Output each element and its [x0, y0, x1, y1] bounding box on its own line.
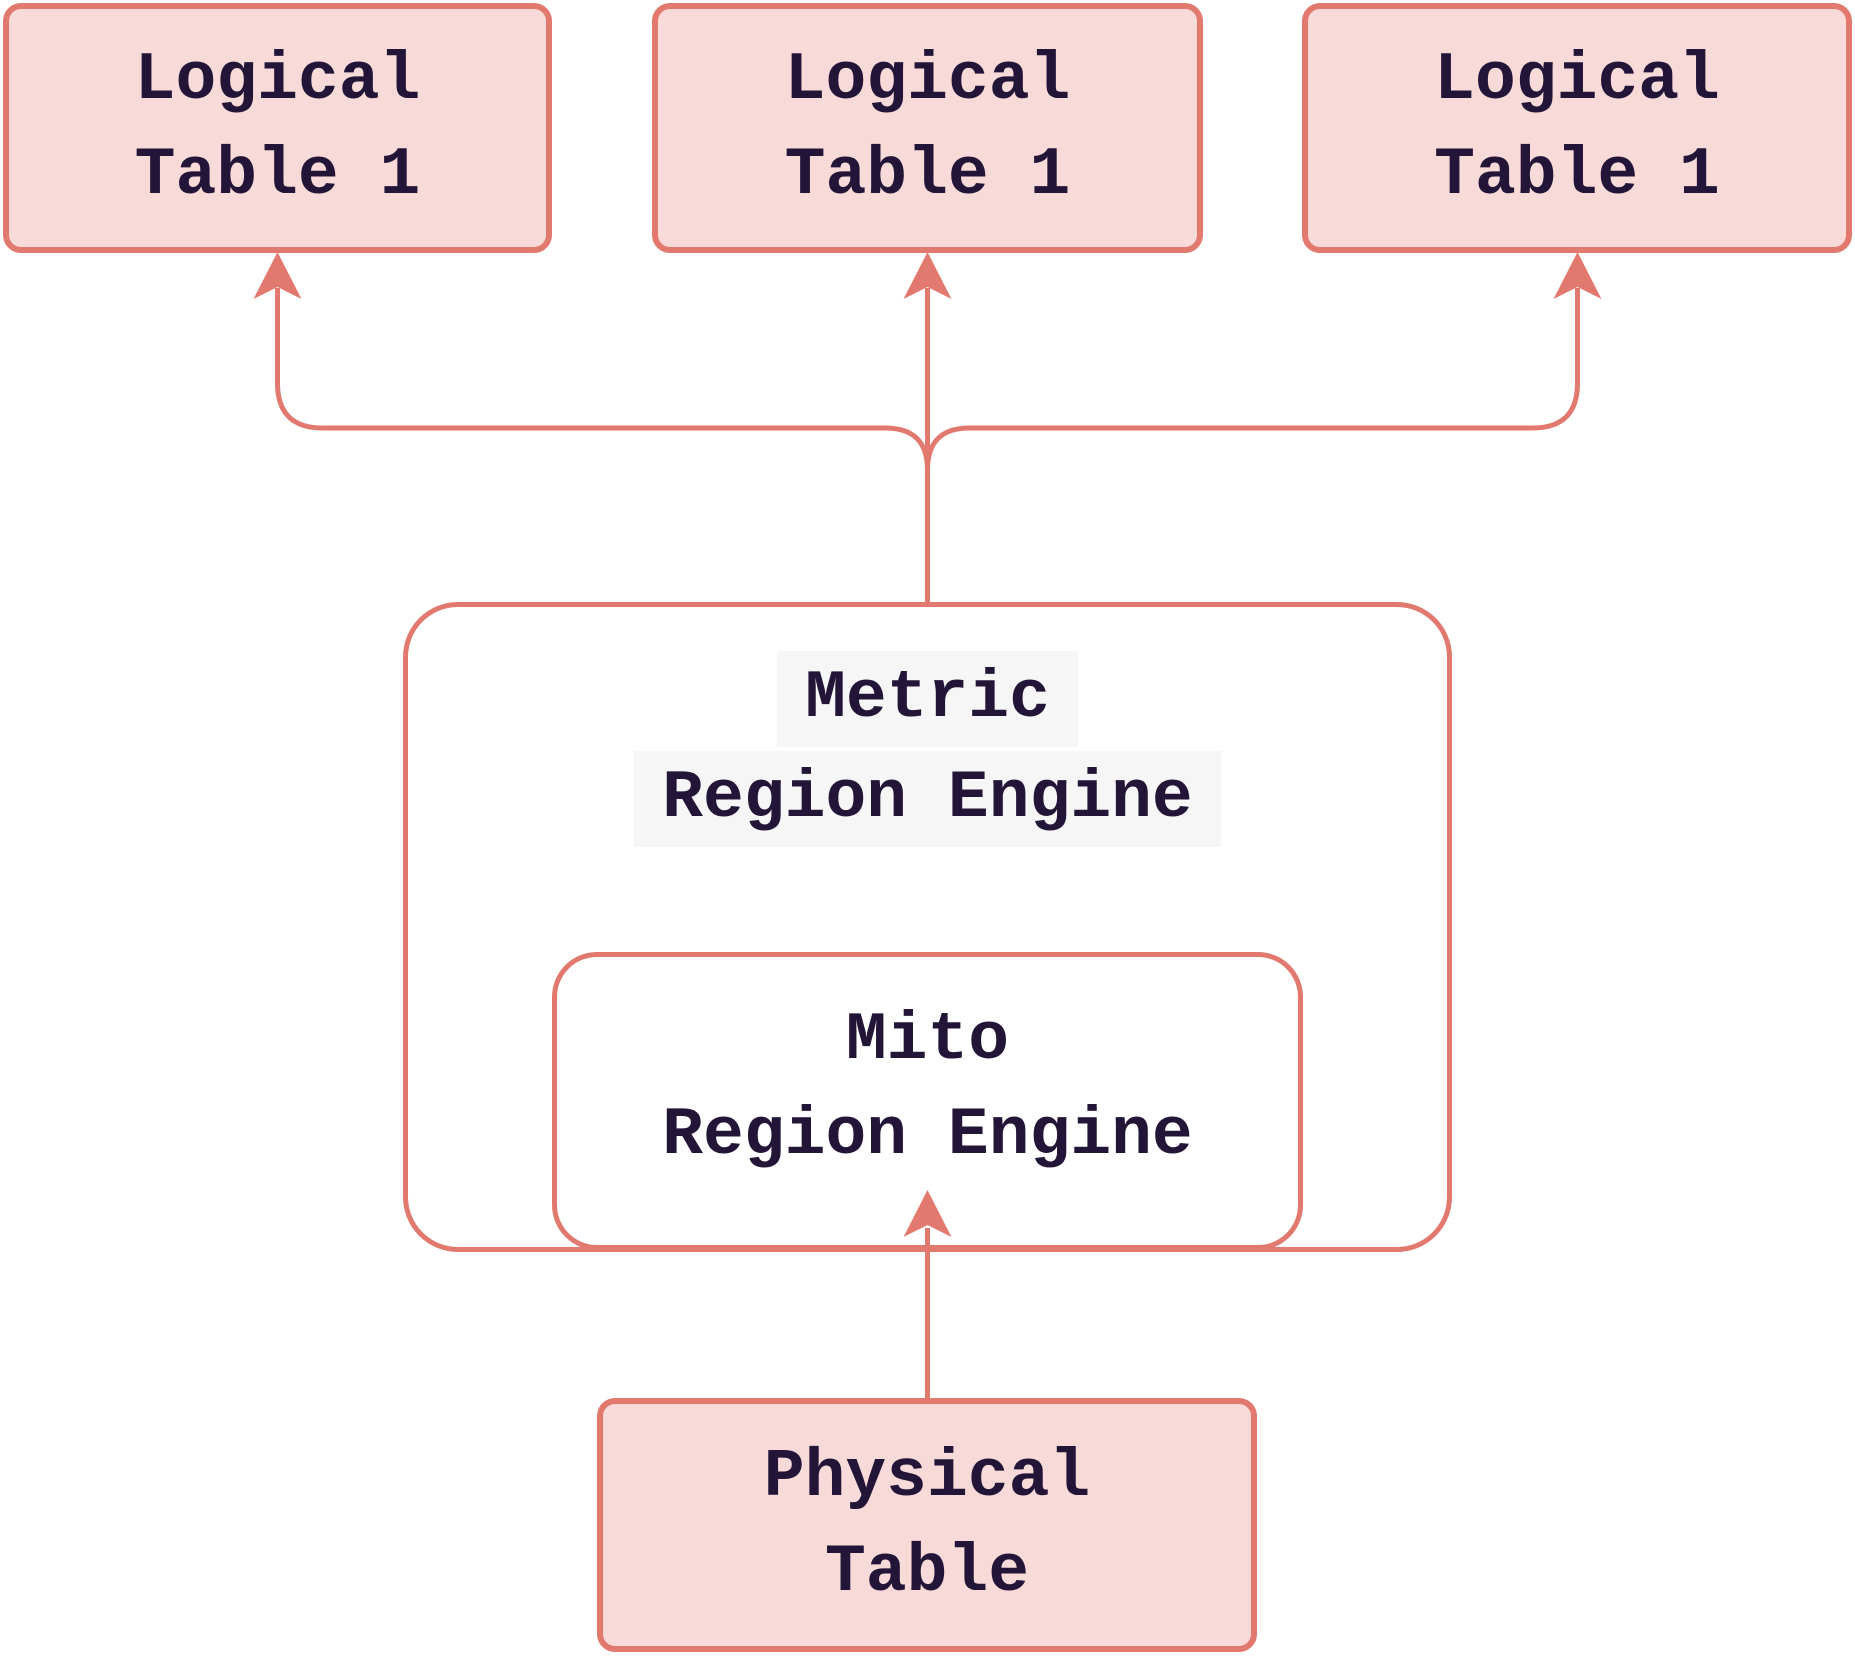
node-physical-table: Physical Table	[597, 1398, 1257, 1652]
node-mito-region-engine: Mito Region Engine	[552, 952, 1303, 1250]
node-label-line: Mito	[845, 1001, 1010, 1079]
node-label-line: Metric	[777, 651, 1078, 748]
edge-metric-to-logical-3	[925, 288, 1580, 604]
node-label-line: Table	[824, 1534, 1030, 1611]
arrowhead-into-logical-3	[1553, 252, 1602, 299]
node-logical-table-1: Logical Table 1	[3, 3, 552, 253]
node-label-line: Table 1	[784, 137, 1071, 214]
node-label-line: Physical	[763, 1438, 1091, 1516]
node-label-line: Logical	[134, 41, 421, 119]
node-logical-table-2: Logical Table 1	[652, 3, 1203, 253]
node-label-line: Logical	[1434, 41, 1720, 119]
arrowhead-into-logical-2	[903, 252, 952, 299]
node-label-line: Table 1	[1434, 137, 1720, 214]
node-logical-table-3: Logical Table 1	[1302, 3, 1852, 253]
node-label-line: Region Engine	[634, 751, 1221, 848]
node-label-line: Table 1	[134, 137, 421, 214]
edge-metric-to-logical-1	[275, 288, 930, 604]
arrowhead-into-logical-1	[253, 252, 302, 299]
node-label-line: Region Engine	[662, 1097, 1193, 1174]
node-label-line: Logical	[784, 41, 1071, 119]
